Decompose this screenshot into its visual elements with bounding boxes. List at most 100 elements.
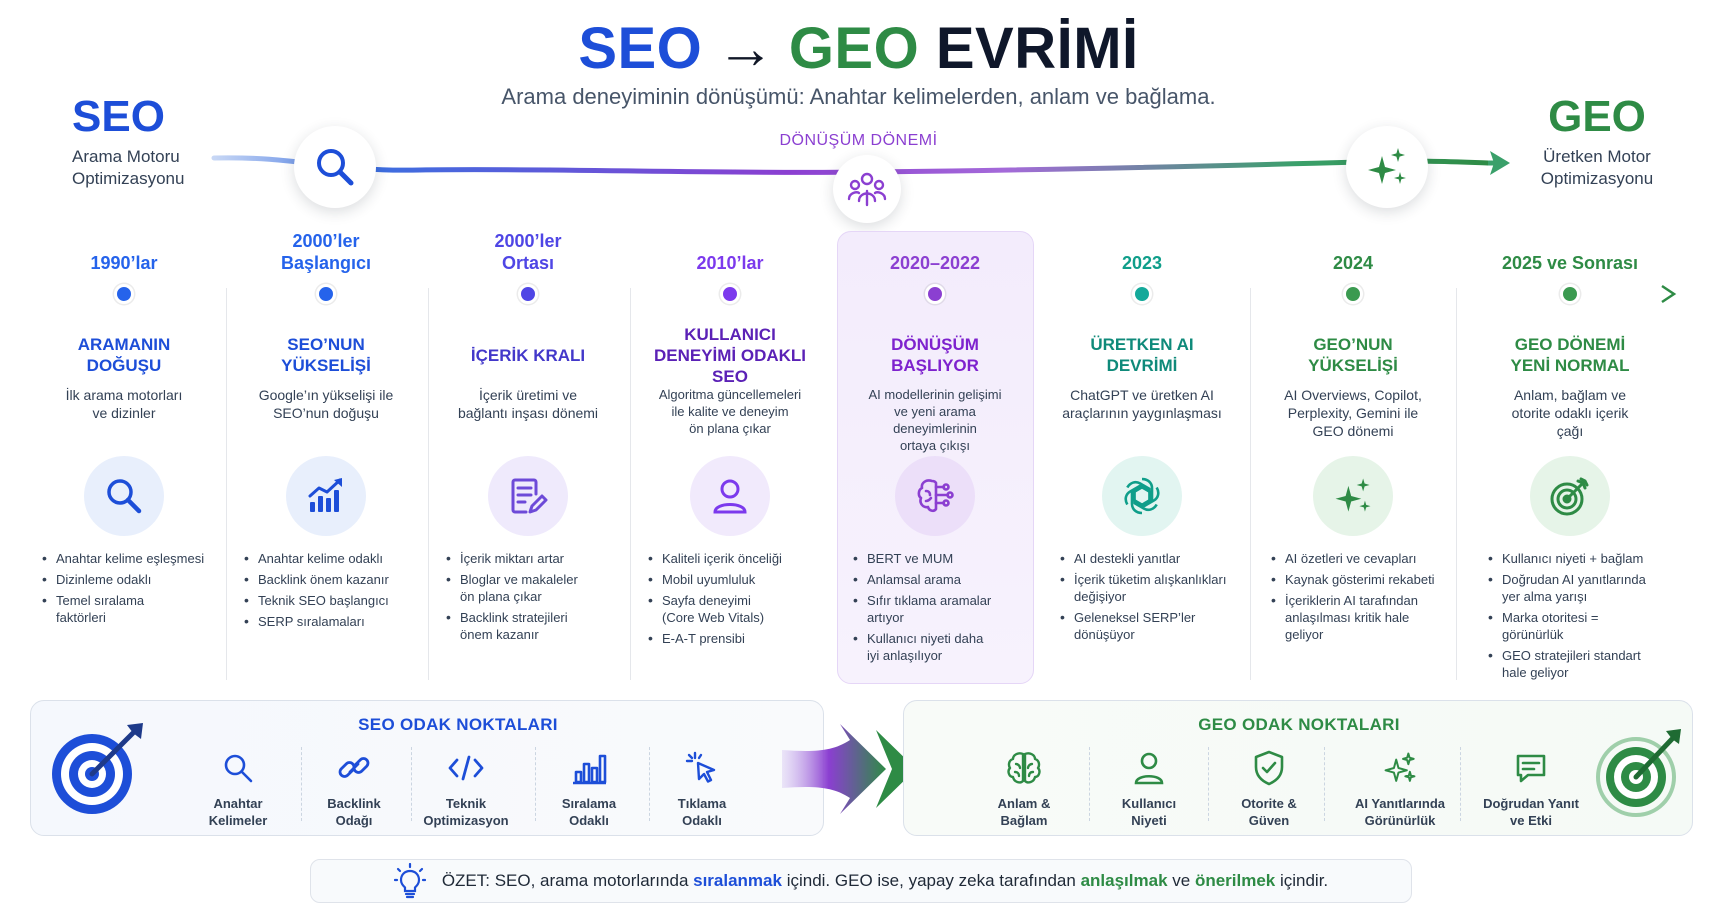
timeline-dot (518, 284, 538, 304)
summary-keyword-recommended: önerilmek (1194, 871, 1276, 890)
timeline-bullets: Kaliteli içerik önceliği Mobil uyumluluk… (648, 550, 830, 651)
timeline-col-2020-2022: 2020–2022 DÖNÜŞÜM BAŞLIYOR AI modellerin… (835, 228, 1035, 663)
target-icon (1550, 477, 1589, 516)
timeline-desc: İlk arama motorları ve dizinler (65, 387, 183, 421)
user-icon (1134, 752, 1164, 785)
seo-brand-line2: Optimizasyonu (72, 169, 185, 188)
bullet-item: İçerik miktarı artar (446, 550, 628, 567)
timeline-desc: AI Overviews, Copilot, Perplexity, Gemin… (1284, 387, 1422, 439)
lightbulb-icon (393, 863, 426, 899)
seo-focus-item: Tıklama Odaklı (647, 749, 757, 829)
seo-target-icon (52, 723, 143, 814)
timeline-bullets: Anahtar kelime odaklı Backlink önem kaza… (244, 550, 426, 634)
timeline-desc: ChatGPT ve üretken AI araçlarının yaygın… (1062, 387, 1222, 421)
shield-check-icon (1254, 750, 1284, 786)
bullet-item: Backlink önem kazanır (244, 571, 426, 588)
page-title: SEO→GEO EVRİMİ (0, 14, 1717, 84)
column-divider (428, 288, 429, 680)
bullet-item: Anlamsal arama (853, 571, 1035, 588)
geo-brand-name: GEO (1548, 92, 1646, 141)
timeline-icon-circle (1530, 456, 1610, 536)
bullet-item: Sıfır tıklama aramalar artıyor (853, 592, 1035, 626)
timeline-icon-circle (690, 456, 770, 536)
timeline-year: 1990’lar (90, 253, 158, 273)
bullet-item: Doğrudan AI yanıtlarında yer alma yarışı (1488, 571, 1670, 605)
timeline-year: 2010’lar (696, 253, 764, 273)
timeline-icon-circle (286, 456, 366, 536)
timeline-col-early-2000s: 2000’ler Başlangıcı SEO’NUN YÜKSELİŞİ Go… (226, 228, 426, 630)
column-divider (630, 288, 631, 680)
timeline-col-2023: 2023 ÜRETKEN AI DEVRİMİ ChatGPT ve üretk… (1042, 228, 1242, 642)
page-subtitle: Arama deneyiminin dönüşümü: Anahtar keli… (501, 84, 1216, 109)
bullet-item: SERP sıralamaları (244, 613, 426, 630)
bullet-item: Anahtar kelime eşleşmesi (42, 550, 224, 567)
timeline-year: 2000’ler Başlangıcı (280, 231, 372, 273)
geo-brand-line1: Üretken Motor (1543, 147, 1651, 166)
bullet-item: Kaynak gösterimi rekabeti (1271, 571, 1453, 588)
focus-divider (1089, 747, 1090, 821)
group-network-icon (847, 172, 887, 207)
column-divider (226, 288, 227, 680)
geo-focus-item: Doğrudan Yanıt ve Etki (1470, 749, 1592, 829)
geo-focus-title: GEO ODAK NOKTALARI (1198, 715, 1400, 734)
timeline-desc: Google’ın yükselişi ile SEO’nun doğuşu (258, 387, 394, 421)
seo-focus-item: Sıralama Odaklı (534, 749, 644, 829)
timeline-desc: Algoritma güncellemeleri ile kalite ve d… (658, 387, 802, 436)
search-icon (224, 754, 253, 783)
focus-divider (535, 747, 536, 821)
timeline-heading: ARAMANIN DOĞUŞU (77, 335, 171, 375)
seo-focus-title: SEO ODAK NOKTALARI (358, 715, 558, 734)
geo-focus-panel: GEO ODAK NOKTALARI Anlam & Bağlam Kullan… (903, 700, 1693, 836)
timeline-heading: İÇERİK KRALI (470, 345, 586, 365)
seo-focus-item: Backlink Odağı (299, 749, 409, 829)
top-search-circle (294, 126, 376, 208)
bullet-item: Bloglar ve makaleler ön plana çıkar (446, 571, 628, 605)
focus-divider (1324, 747, 1325, 821)
timeline-dot (114, 284, 134, 304)
timeline-dot (925, 284, 945, 304)
timeline-dot (1343, 284, 1363, 304)
timeline-heading: GEO’NUN YÜKSELİŞİ (1308, 335, 1398, 375)
timeline-icon-circle (1313, 456, 1393, 536)
transition-period-label: DÖNÜŞÜM DÖNEMİ (779, 132, 938, 149)
timeline-year: 2025 ve Sonrası (1501, 253, 1639, 273)
arc-arrowhead (1490, 151, 1510, 175)
bullet-item: Marka otoritesi = görünürlük (1488, 609, 1670, 643)
timeline-dot (1560, 284, 1580, 304)
timeline-desc: İçerik üretimi ve bağlantı inşası dönemi (457, 387, 599, 421)
bullet-item: Temel sıralama faktörleri (42, 592, 224, 626)
link-icon (338, 757, 370, 778)
timeline-heading: KULLANICI DENEYİMİ ODAKLI SEO (653, 324, 807, 386)
title-seo: SEO (578, 16, 703, 81)
search-icon (317, 149, 354, 186)
bullet-item: Kullanıcı niyeti daha iyi anlaşılıyor (853, 630, 1035, 664)
search-icon (107, 479, 142, 514)
timeline-bullets: BERT ve MUM Anlamsal arama Sıfır tıklama… (853, 550, 1035, 668)
timeline-bullets: AI özetleri ve cevapları Kaynak gösterim… (1271, 550, 1453, 647)
chat-icon (1516, 754, 1546, 783)
user-icon (713, 479, 747, 514)
geo-target-icon (1596, 729, 1681, 817)
timeline-year: 2000’ler Ortası (494, 231, 562, 273)
sparkles-icon (1368, 148, 1406, 184)
timeline-icon-circle (84, 456, 164, 536)
openai-icon (1124, 477, 1160, 515)
brain-icon (1007, 752, 1041, 784)
summary-text: ÖZET: SEO, arama motorlarında sıralanmak… (441, 871, 1329, 890)
timeline-dot (720, 284, 740, 304)
timeline-col-2024: 2024 GEO’NUN YÜKSELİŞİ AI Overviews, Cop… (1253, 228, 1453, 642)
geo-focus-item: AI Yanıtlarında Görünürlük (1332, 749, 1468, 829)
timeline-dot (316, 284, 336, 304)
document-edit-icon (511, 478, 548, 514)
geo-focus-item: Kullanıcı Niyeti (1094, 749, 1204, 829)
cursor-click-icon (685, 751, 716, 783)
bar-chart-icon (573, 754, 607, 785)
bullet-item: BERT ve MUM (853, 550, 1035, 567)
panel-transition-arrow (782, 724, 916, 814)
timeline-heading: ÜRETKEN AI DEVRİMİ (1090, 335, 1194, 375)
top-sparkles-circle (1346, 126, 1428, 208)
bullet-item: Geleneksel SERP’ler dönüşüyor (1060, 609, 1242, 643)
focus-divider (411, 747, 412, 821)
bullet-item: E-A-T prensibi (648, 630, 830, 647)
timeline-bullets: Anahtar kelime eşleşmesi Dizinleme odakl… (42, 550, 224, 630)
